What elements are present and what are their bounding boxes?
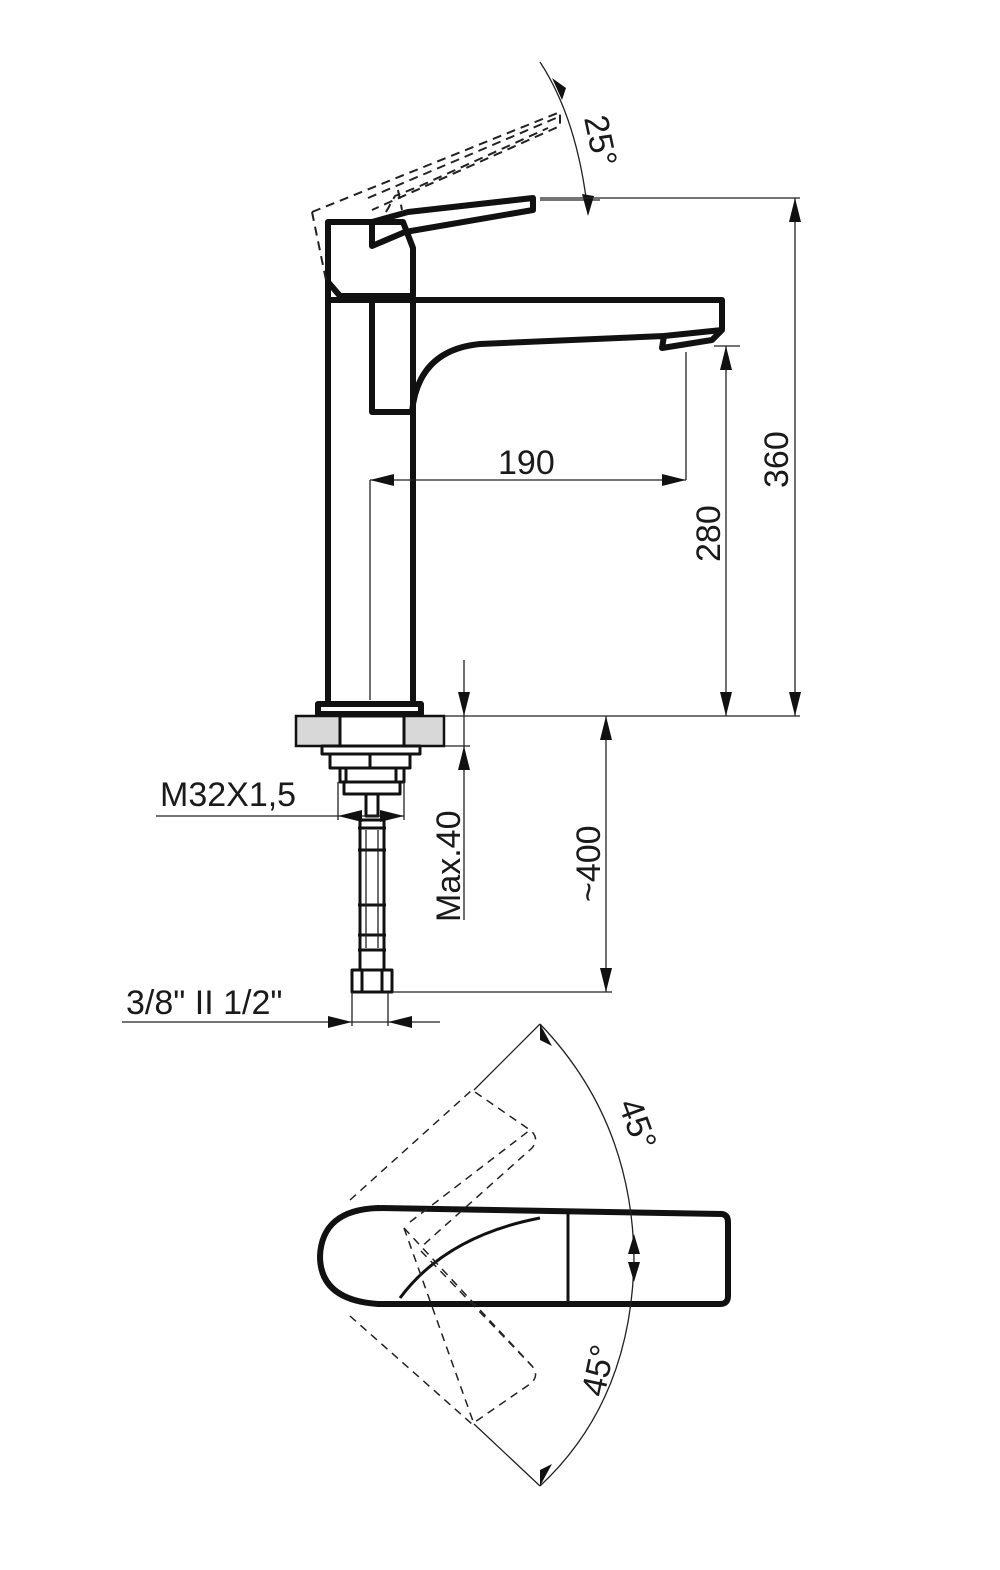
max-thickness-label: Max.40 [430,811,468,923]
dimension-lines: 360 280 190 M32X1,5 Max.40 ~400 3/8" II … [122,197,801,1028]
countertop-left [294,714,342,748]
total-height-label: 360 [758,431,796,488]
rotation-left-label: 45° [610,1094,663,1155]
handle-top-outline [317,1205,731,1307]
spout-reach-label: 190 [498,444,555,482]
countertop-right [402,714,446,748]
tilt-angle-dimension: 25° [539,61,624,216]
handle-rotated-right [349,1249,537,1425]
mounting-hardware [294,714,446,994]
tilted-lever-outline [311,110,561,281]
connection-label: 3/8" II 1/2" [126,984,282,1022]
tilt-angle-label: 25° [576,112,624,170]
hose-length-label: ~400 [570,825,608,902]
supply-hose [358,818,386,972]
thread-label: M32X1,5 [160,776,296,814]
lever-housing [325,219,416,303]
spout-height-label: 280 [690,505,728,562]
handle-rotated-left [349,1089,537,1249]
lever-handle [369,195,536,249]
base-collar [315,701,424,717]
faucet-top-view: 45° 45° [317,1023,731,1487]
rotation-right-label: 45° [575,1341,623,1399]
faucet-side-view [315,195,725,717]
hose-end-fitting [350,968,394,994]
spout [369,297,725,415]
